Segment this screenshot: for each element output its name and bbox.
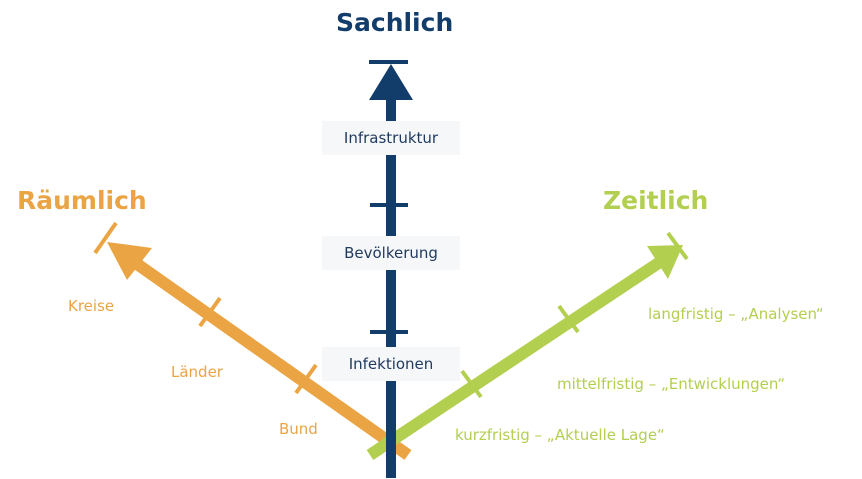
- zeitlich-level-kurzfristig: kurzfristig – „Aktuelle Lage“: [455, 426, 665, 444]
- raeumlich-level-kreise: Kreise: [68, 297, 115, 315]
- title-sachlich: Sachlich: [336, 8, 454, 37]
- title-raeumlich: Räumlich: [17, 186, 147, 215]
- sachlich-level-infektionen: Infektionen: [322, 347, 460, 381]
- title-zeitlich: Zeitlich: [603, 186, 709, 215]
- sachlich-level-infrastruktur: Infrastruktur: [322, 121, 460, 155]
- zeitlich-level-langfristig: langfristig – „Analysen“: [648, 305, 824, 323]
- zeitlich-level-mittelfristig: mittelfristig – „Entwicklungen“: [557, 375, 786, 393]
- raeumlich-level-bund: Bund: [279, 420, 318, 438]
- zeitlich-arrow: [366, 231, 689, 460]
- sachlich-arrow: [369, 60, 413, 478]
- raeumlich-arrow: [93, 221, 412, 460]
- raeumlich-level-laender: Länder: [171, 363, 223, 381]
- sachlich-level-bevoelkerung: Bevölkerung: [322, 236, 460, 270]
